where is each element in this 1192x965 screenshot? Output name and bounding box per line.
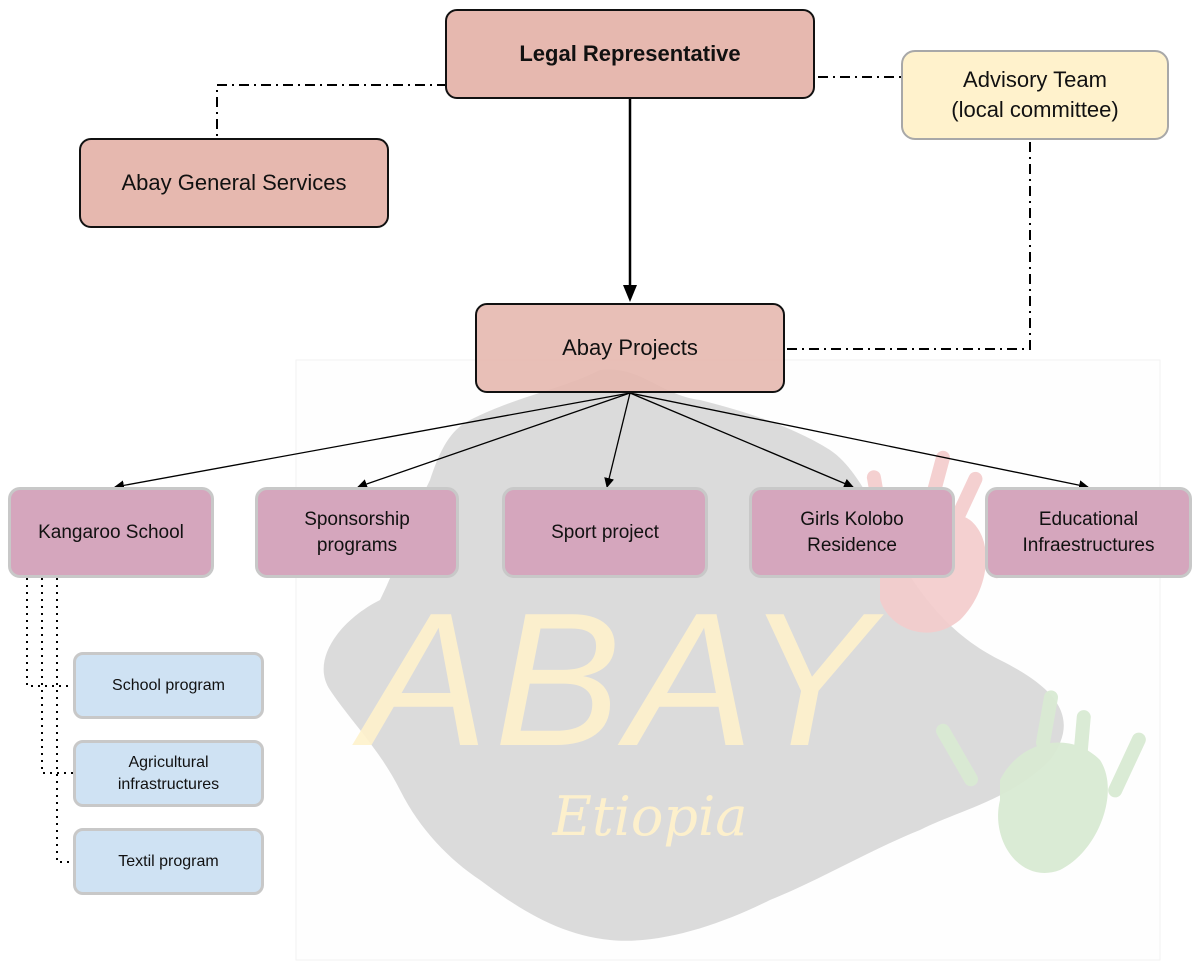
project-label: Girls Kolobo Residence (800, 508, 904, 556)
project-box-kangaroo-school: Kangaroo School (8, 487, 214, 578)
project-box-educational-infraestructures: Educational Infraestructures (985, 487, 1192, 578)
subprogram-box-school-program: School program (73, 652, 264, 719)
project-box-girls-kolobo-residence: Girls Kolobo Residence (749, 487, 955, 578)
edge-kangaroo-to-textil (56, 578, 73, 863)
edge-projects-to-educational (629, 392, 1089, 491)
watermark-subtitle: Etiopia (552, 785, 748, 848)
edge-kangaroo-to-school-program (26, 578, 73, 687)
edge-legal-to-projects-arrowhead (623, 285, 637, 302)
project-label: Sport project (551, 521, 659, 543)
edge-kangaroo-to-agricultural (41, 578, 73, 774)
project-box-sport-project: Sport project (502, 487, 708, 578)
edge-legal-to-general-services (216, 84, 447, 138)
edge-projects-to-girls-kolobo (629, 392, 854, 489)
project-label: Sponsorship programs (304, 508, 410, 556)
legal-representative-label: Legal Representative (519, 41, 741, 66)
watermark-title: ABAY (352, 574, 885, 786)
abay-projects-label: Abay Projects (562, 335, 698, 360)
abay-general-services-box: Abay General Services (79, 138, 389, 228)
subprogram-box-textil-program: Textil program (73, 828, 264, 895)
edge-projects-to-kangaroo (114, 392, 631, 491)
edge-advisory-to-projects (786, 142, 1031, 350)
edge-projects-to-sport (604, 392, 631, 488)
edge-projects-to-sponsorship (357, 392, 631, 489)
subprogram-label: School program (112, 676, 225, 694)
subprogram-label: Agricultural infrastructures (117, 753, 220, 793)
subprogram-box-agricultural-infrastructures: Agricultural infrastructures (73, 740, 264, 807)
project-label: Educational Infraestructures (1022, 508, 1155, 556)
abay-projects-box: Abay Projects (475, 303, 785, 393)
green-handprint-icon (936, 690, 1146, 873)
project-label: Kangaroo School (38, 521, 184, 543)
advisory-team-label: Advisory Team (local committee) (951, 67, 1119, 122)
abay-general-services-label: Abay General Services (121, 170, 347, 195)
legal-representative-box: Legal Representative (445, 9, 815, 99)
subprogram-label: Textil program (118, 852, 219, 870)
advisory-team-box: Advisory Team (local committee) (901, 50, 1169, 140)
project-box-sponsorship-programs: Sponsorship programs (255, 487, 459, 578)
